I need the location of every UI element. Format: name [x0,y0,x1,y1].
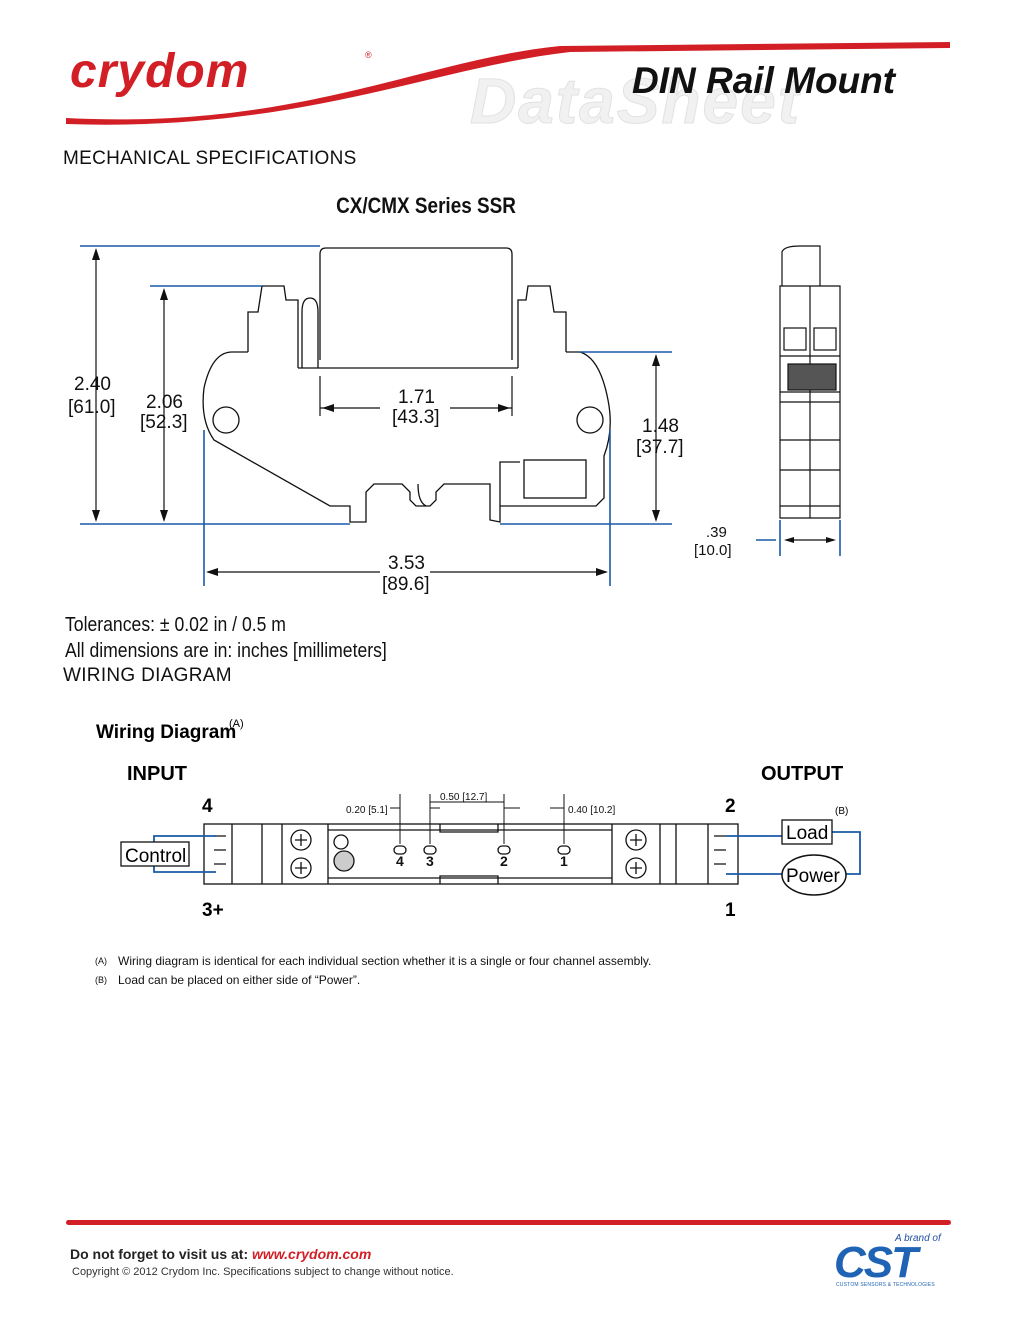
tolerance-line: Tolerances: ± 0.02 in / 0.5 m [65,614,286,636]
load-note: (B) [835,806,848,817]
terminal-4-label: 4 [202,796,213,817]
footer-copyright: Copyright © 2012 Crydom Inc. Specificati… [72,1266,454,1278]
datasheet-watermark: DataSheet [470,65,801,138]
dimension-extensions [80,245,841,586]
note-a-mark: (A) [95,956,107,966]
note-b-text: Load can be placed on either side of “Po… [118,973,360,987]
document-title: DIN Rail Mount [632,60,896,101]
dim-right-height-in: 1.48 [642,416,679,437]
dim-height-total-in: 2.40 [74,374,111,395]
ssr-side-outline [779,245,841,519]
pin-label-1: 1 [560,853,568,869]
dim-side-width-in: .39 [706,524,727,541]
control-wires [153,835,216,873]
dim-height-total-mm: [61.0] [68,397,116,418]
registered-mark: ® [365,50,372,60]
wiring-diagram: Wiring Diagram (A) INPUT OUTPUT 4 3+ 2 1… [95,718,861,987]
terminal-3-label: 3+ [202,900,224,921]
terminal-1-label: 1 [725,900,736,921]
dim-side-width-mm: [10.0] [694,542,732,559]
dimension-lines [95,250,834,573]
load-box [781,819,833,845]
brand-of-text: A brand of [895,1233,941,1244]
dim-height-mid-mm: [52.3] [140,412,188,433]
cst-logo-subtitle: CUSTOM SENSORS & TECHNOLOGIES [836,1282,935,1288]
dim-inner-width-mm: [43.3] [392,407,440,428]
pin-pitch-dimensions [390,794,565,844]
mechanical-section-heading: MECHANICAL SPECIFICATIONS [63,148,357,169]
units-line: All dimensions are in: inches [millimete… [65,640,387,662]
output-label: OUTPUT [761,763,843,785]
header-swoosh [66,42,950,125]
power-label: Power [786,866,841,887]
control-label: Control [125,846,186,867]
note-a-text: Wiring diagram is identical for each ind… [118,954,651,968]
dim-right-height-mm: [37.7] [636,437,684,458]
pitch-dim-b: 0.50 [12.7] [440,792,487,803]
footer-visit-text: Do not forget to visit us at: [70,1246,249,1262]
pin-label-4: 4 [396,853,404,869]
crydom-logo: crydom [70,45,250,98]
wiring-section-heading: WIRING DIAGRAM [63,665,232,686]
input-label: INPUT [127,763,187,785]
ssr-front-outline [202,247,611,523]
dim-height-mid-in: 2.06 [146,392,183,413]
dim-total-width-mm: [89.6] [382,574,430,595]
dim-inner-width-in: 1.71 [398,387,435,408]
power-oval [781,854,847,896]
output-wires [726,831,861,875]
pin-label-2: 2 [500,853,508,869]
mechanical-drawing-title: CX/CMX Series SSR [336,193,516,218]
footer-rule [66,1220,951,1225]
dim-total-width-in: 3.53 [388,553,425,574]
pin-label-3: 3 [426,853,434,869]
pitch-dim-c: 0.40 [10.2] [568,805,615,816]
dimension-arrows [92,248,836,576]
wiring-diagram-title: Wiring Diagram [96,722,236,743]
note-b-mark: (B) [95,975,107,985]
ssr-top-view [203,823,739,885]
terminal-2-label: 2 [725,796,736,817]
load-label: Load [786,823,828,844]
pitch-dim-a: 0.20 [5.1] [346,805,388,816]
footer-visit-line: Do not forget to visit us at: www.crydom… [70,1246,371,1262]
footer-url-link[interactable]: www.crydom.com [252,1246,372,1262]
wiring-title-note: (A) [229,718,244,730]
cst-logo: CST [834,1238,918,1287]
control-box [120,841,190,867]
mechanical-drawing: 2.40 [61.0] 2.06 [52.3] 1.71 [43.3] 1.48… [68,245,841,595]
